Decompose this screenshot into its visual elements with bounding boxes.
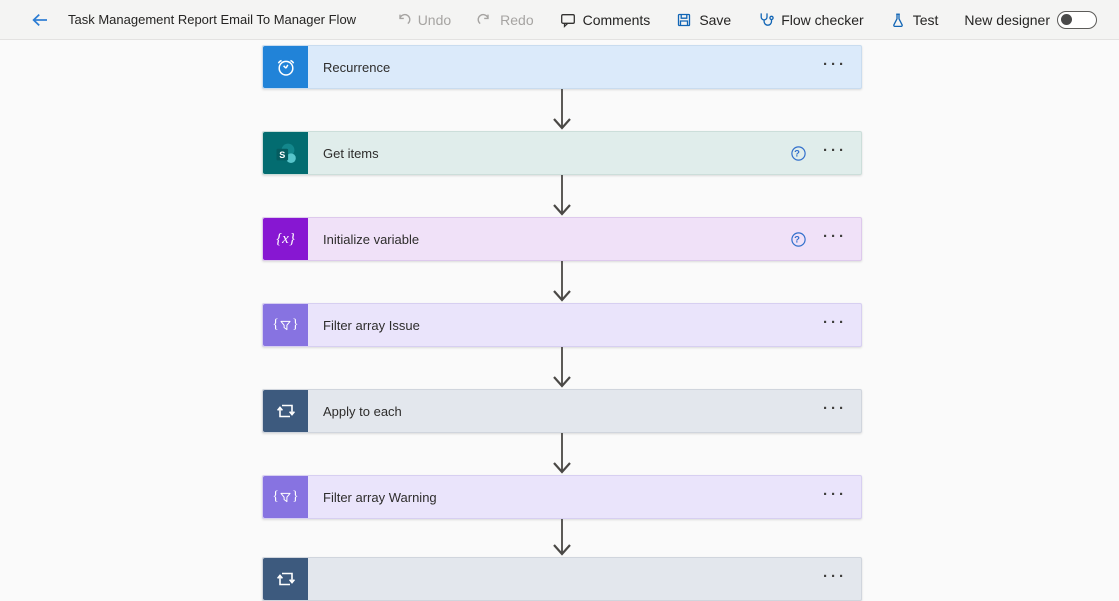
flow-canvas[interactable]: Recurrence ··· S Get items ? ··· bbox=[0, 41, 1119, 601]
step-menu-button[interactable]: ··· bbox=[823, 229, 847, 250]
back-button[interactable] bbox=[30, 10, 50, 30]
step-help-button[interactable]: ? bbox=[790, 145, 807, 162]
apply-to-each-icon bbox=[263, 558, 308, 600]
connector-arrow bbox=[553, 433, 571, 474]
step-menu-button[interactable]: ··· bbox=[823, 569, 847, 590]
svg-text:S: S bbox=[279, 150, 285, 160]
filter-array-icon: { } bbox=[263, 476, 308, 518]
sharepoint-icon: S bbox=[263, 132, 308, 174]
step-label: Filter array Warning bbox=[323, 489, 437, 505]
new-designer-label: New designer bbox=[964, 11, 1050, 28]
undo-button[interactable]: Undo bbox=[395, 12, 451, 28]
stethoscope-icon bbox=[757, 11, 774, 28]
save-icon bbox=[676, 12, 692, 28]
step-label: Filter array Issue bbox=[323, 317, 420, 333]
initialize-variable-icon: {x} bbox=[263, 218, 308, 260]
step-menu-button[interactable]: ··· bbox=[823, 487, 847, 508]
toolbar: Undo Redo Comments bbox=[395, 10, 1119, 29]
new-designer-toggle[interactable] bbox=[1057, 10, 1097, 29]
connector-arrow bbox=[553, 89, 571, 130]
step-label: Apply to each bbox=[323, 403, 402, 419]
help-icon: ? bbox=[794, 148, 803, 159]
flow-step-apply-to-each[interactable]: Apply to each ··· bbox=[262, 389, 862, 433]
top-bar: Task Management Report Email To Manager … bbox=[0, 0, 1119, 40]
toggle-knob bbox=[1061, 14, 1072, 25]
step-label: Get items bbox=[323, 145, 379, 161]
flow-step-filter-array-issue[interactable]: { } Filter array Issue ··· bbox=[262, 303, 862, 347]
flow-checker-button[interactable]: Flow checker bbox=[757, 11, 864, 28]
page-title: Task Management Report Email To Manager … bbox=[68, 12, 357, 27]
step-label: Recurrence bbox=[323, 59, 391, 75]
step-help-button[interactable]: ? bbox=[790, 231, 807, 248]
flow-step-get-items[interactable]: S Get items ? ··· bbox=[262, 131, 862, 175]
test-button[interactable]: Test bbox=[890, 11, 939, 28]
apply-to-each-icon bbox=[263, 390, 308, 432]
undo-icon bbox=[395, 12, 411, 28]
connector-arrow bbox=[553, 519, 571, 556]
flow-step-partial[interactable]: ··· bbox=[262, 557, 862, 601]
flow-step-filter-array-warning[interactable]: { } Filter array Warning ··· bbox=[262, 475, 862, 519]
comments-label: Comments bbox=[582, 11, 651, 28]
comments-button[interactable]: Comments bbox=[560, 11, 651, 28]
save-label: Save bbox=[699, 11, 732, 28]
connector-arrow bbox=[553, 261, 571, 302]
step-menu-button[interactable]: ··· bbox=[823, 57, 847, 78]
step-menu-button[interactable]: ··· bbox=[823, 143, 847, 164]
flow-step-initialize-variable[interactable]: {x} Initialize variable ? ··· bbox=[262, 217, 862, 261]
connector-arrow bbox=[553, 347, 571, 388]
recurrence-clock-icon bbox=[263, 46, 308, 88]
redo-icon bbox=[477, 12, 493, 28]
test-label: Test bbox=[912, 11, 939, 28]
redo-button[interactable]: Redo bbox=[477, 11, 534, 28]
funnel-icon bbox=[280, 492, 291, 502]
funnel-icon bbox=[280, 320, 291, 330]
connector-arrow bbox=[553, 175, 571, 216]
flask-icon bbox=[890, 12, 906, 28]
flow-step-recurrence[interactable]: Recurrence ··· bbox=[262, 45, 862, 89]
redo-label: Redo bbox=[500, 11, 534, 28]
step-label: Initialize variable bbox=[323, 231, 420, 247]
step-menu-button[interactable]: ··· bbox=[823, 401, 847, 422]
help-icon: ? bbox=[794, 234, 803, 245]
save-button[interactable]: Save bbox=[676, 12, 731, 28]
flow-checker-label: Flow checker bbox=[781, 11, 864, 28]
undo-label: Undo bbox=[417, 11, 452, 28]
comments-icon bbox=[560, 12, 576, 28]
back-arrow-icon bbox=[30, 10, 50, 30]
new-designer-switch: New designer bbox=[964, 10, 1097, 29]
step-menu-button[interactable]: ··· bbox=[823, 315, 847, 336]
step-label bbox=[308, 558, 823, 600]
filter-array-icon: { } bbox=[263, 304, 308, 346]
